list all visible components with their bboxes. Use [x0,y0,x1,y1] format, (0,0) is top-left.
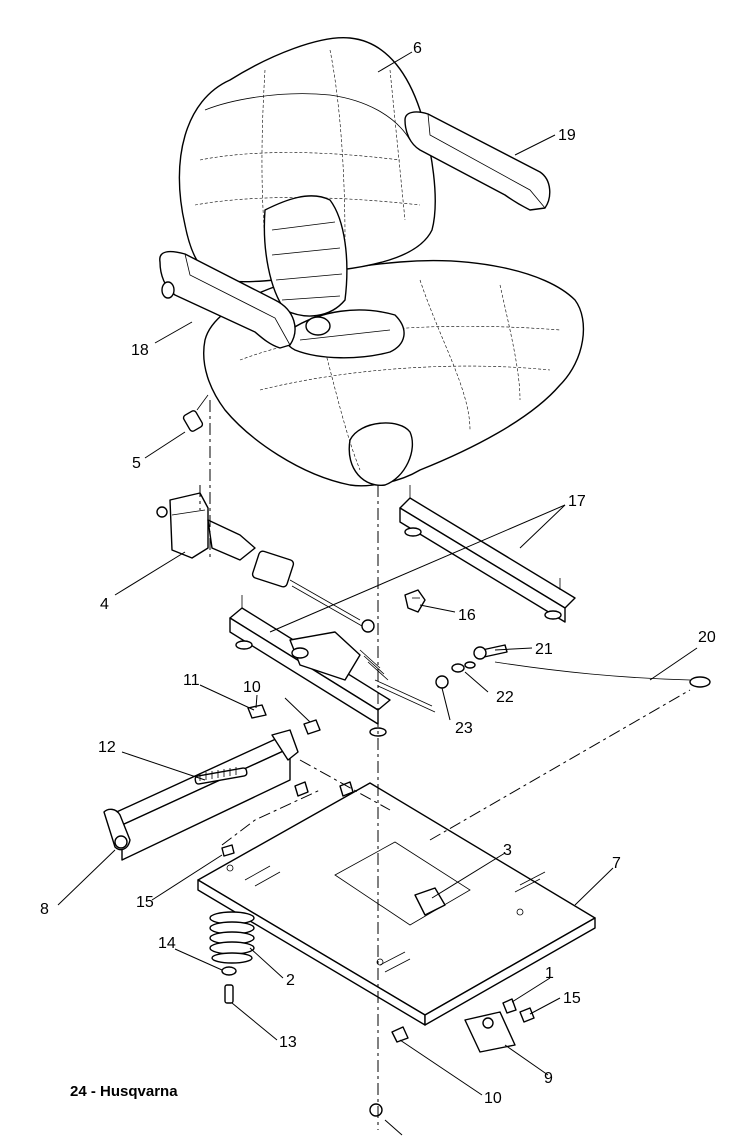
seat-base-plate [197,781,596,1026]
callout-labels: 6 19 18 5 17 4 16 21 20 22 23 11 10 12 3… [40,40,716,1107]
hinge-bracket [103,729,299,861]
callout-2: 2 [286,972,295,989]
seat [178,37,585,487]
callout-14: 14 [158,935,176,952]
callout-17: 17 [568,493,586,510]
callout-10-lower: 10 [484,1090,502,1107]
callout-1: 1 [545,965,554,982]
hardware-rod [435,644,711,689]
callout-4: 4 [100,596,109,613]
callout-9: 9 [544,1070,553,1087]
callout-19: 19 [558,127,576,144]
callout-6: 6 [413,40,422,57]
callout-16: 16 [458,607,476,624]
armrest-left [159,250,296,349]
callout-18: 18 [131,342,149,359]
callout-10-upper: 10 [243,679,261,696]
clip-16 [404,589,426,613]
bolt-5 [182,394,209,432]
callout-23: 23 [455,720,473,737]
leaders [57,51,698,1136]
callout-12: 12 [98,739,116,756]
page-footer-label: 24 - Husqvarna [70,1083,178,1100]
callout-8: 8 [40,901,49,918]
callout-21: 21 [535,641,553,658]
callout-11: 11 [183,672,200,689]
armrest-right [404,111,551,211]
callout-3: 3 [503,842,512,859]
spring-stack [209,911,255,1004]
seat-switch-harness [156,492,375,633]
callout-22: 22 [496,689,514,706]
callout-7: 7 [612,855,621,872]
callout-15-left: 15 [136,894,154,911]
callout-5: 5 [132,455,141,472]
callout-15-right: 15 [563,990,581,1007]
slide-rail-upper [399,485,576,623]
center-lines [199,400,691,1130]
callout-20: 20 [698,629,716,646]
callout-13: 13 [279,1034,297,1051]
grommet-bolt [247,704,321,735]
lower-bracket [369,998,535,1117]
